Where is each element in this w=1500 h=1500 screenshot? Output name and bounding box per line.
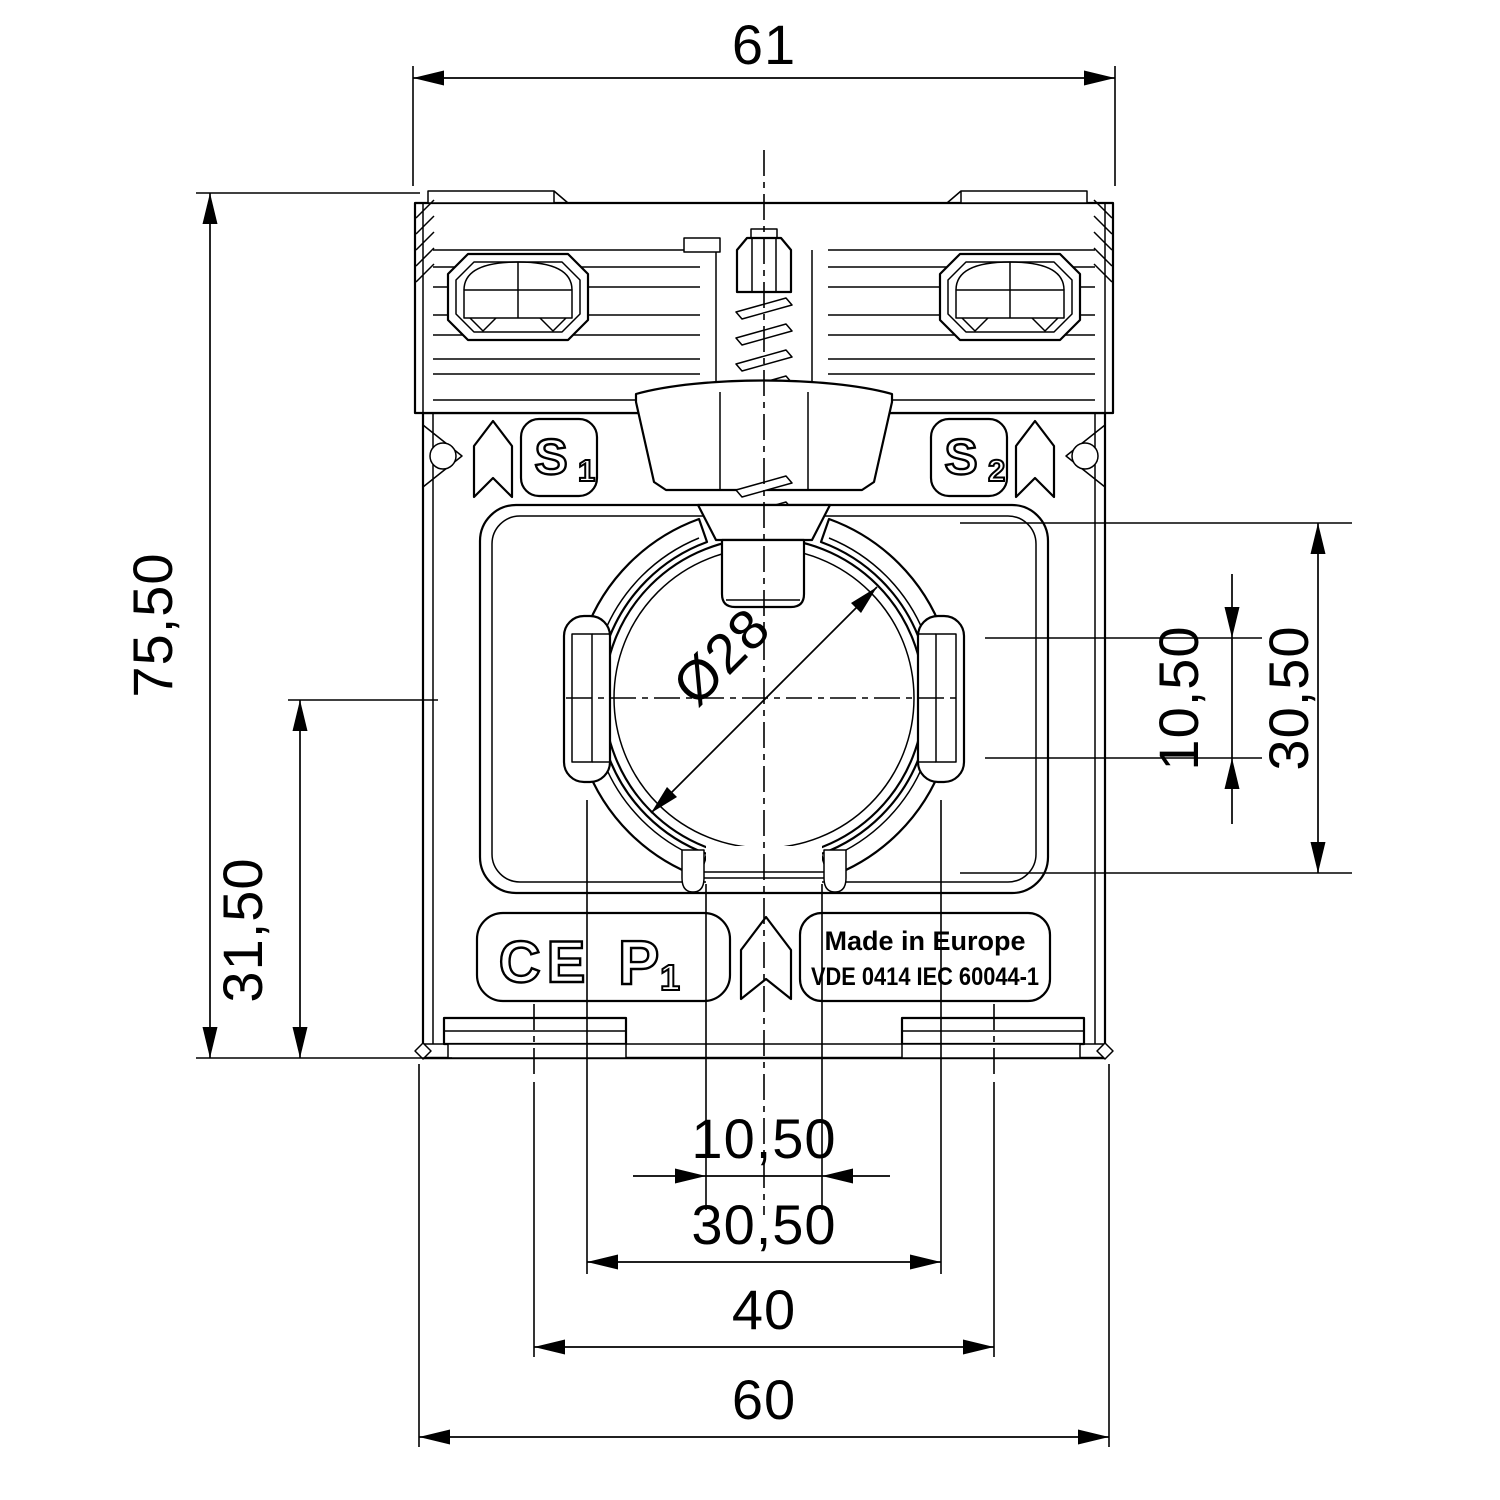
dim-right-outer-label: 30,50 [1257, 625, 1320, 770]
dim-bottom-mid-label: 30,50 [691, 1193, 836, 1256]
foot-right [900, 1016, 1086, 1059]
label-s2: S 2 [929, 417, 1009, 498]
dim-top-width: 61 [412, 13, 1116, 186]
dim-center-height: 31,50 [211, 699, 438, 1058]
bore-rail-left [562, 614, 612, 784]
dim-center-height-label: 31,50 [211, 857, 274, 1002]
dim-bottom-feet: 40 [533, 1082, 995, 1357]
clamp-arc-upper-right [819, 517, 945, 643]
dim-overall-height: 75,50 [121, 192, 452, 1059]
s2-subscript: 2 [988, 453, 1005, 488]
clamp-nut [720, 538, 806, 609]
dim-bottom-width-label: 60 [732, 1368, 796, 1431]
dim-right-inner: 10,50 [985, 574, 1262, 824]
bore-rail-right [916, 614, 966, 784]
dim-top-width-label: 61 [732, 13, 796, 76]
terminal-screw-right [938, 252, 1082, 342]
bore-bottom-flat [681, 846, 847, 893]
standard-text: VDE 0414 IEC 60044-1 [811, 963, 1039, 991]
s1-subscript: 1 [578, 453, 595, 488]
top-lip-left [427, 190, 555, 204]
dim-bottom-mid: 30,50 [586, 800, 942, 1274]
s1-letter: S [534, 429, 567, 485]
dim-bottom-width: 60 [418, 1064, 1110, 1447]
terminal-screw-left [446, 252, 590, 342]
top-lip-right [960, 190, 1088, 204]
mounting-base [414, 1016, 1114, 1060]
s2-letter: S [944, 429, 977, 485]
label-made-in-europe: Made in Europe VDE 0414 IEC 60044-1 [798, 911, 1052, 1003]
screw-side-tab [683, 237, 721, 253]
centerlines [533, 150, 995, 1215]
foot-left [442, 1016, 628, 1059]
side-notch-left [422, 424, 463, 488]
p1-letter: P [618, 929, 659, 998]
label-s1: S 1 [519, 417, 599, 498]
ce-mark: CE [499, 930, 592, 995]
arrow-chevron-bottom [739, 915, 793, 1001]
dim-bottom-inner-label: 10,50 [691, 1107, 836, 1170]
dim-right-outer: 30,50 [960, 522, 1352, 874]
screw-head [735, 236, 793, 294]
dim-overall-height-label: 75,50 [121, 552, 184, 697]
dim-right-inner-label: 10,50 [1147, 625, 1210, 770]
dim-bottom-inner: 10,50 [633, 884, 890, 1210]
p1-subscript: 1 [660, 957, 680, 998]
dim-bottom-feet-label: 40 [732, 1278, 796, 1341]
arrow-chevron-left [472, 419, 514, 499]
label-row: CE P 1 Made in Europe VDE 0414 IEC 60044… [475, 911, 1052, 1003]
made-in-europe-text: Made in Europe [824, 926, 1025, 956]
label-ce-p1: CE P 1 [475, 911, 732, 1003]
arrow-chevron-right [1014, 419, 1056, 499]
serration-hatch-right [1093, 199, 1113, 283]
side-notch-right [1065, 424, 1106, 488]
serration-hatch-left [415, 199, 435, 283]
